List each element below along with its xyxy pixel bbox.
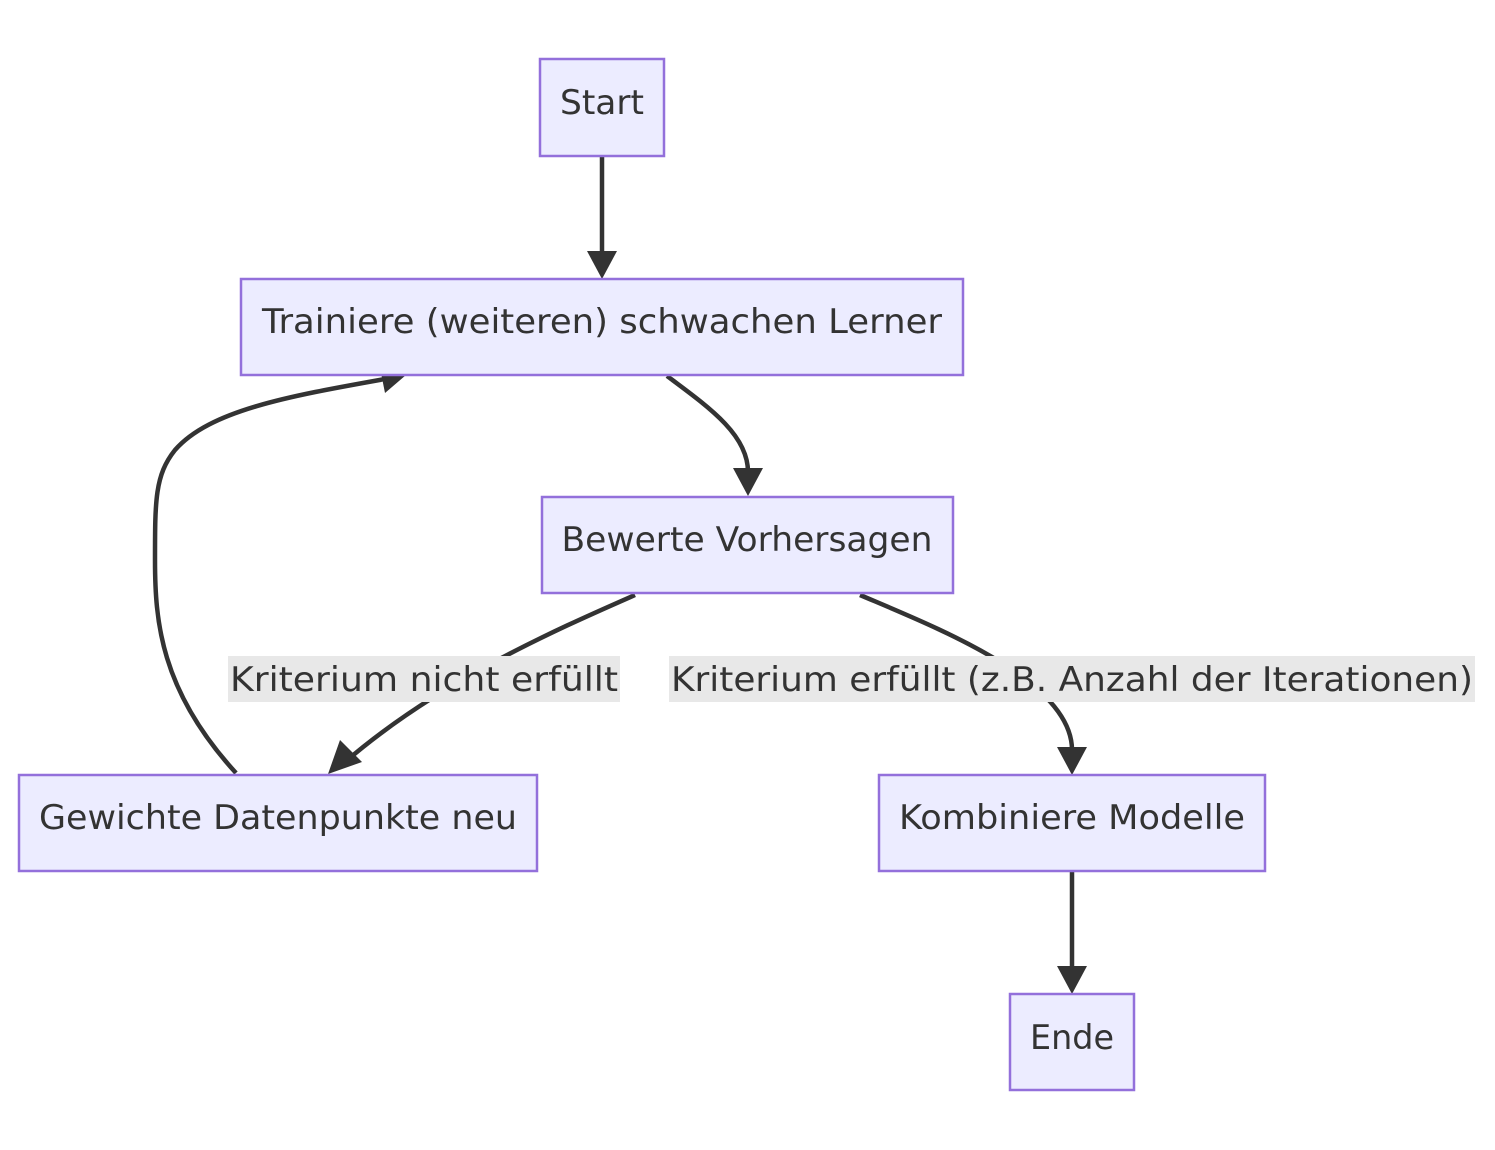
edge-label-not-met-text: Kriterium nicht erfüllt <box>230 660 618 700</box>
node-start-label: Start <box>560 83 644 123</box>
node-combine: Kombiniere Modelle <box>877 773 1267 873</box>
edge-label-met-text: Kriterium erfüllt (z.B. Anzahl der Itera… <box>671 660 1473 700</box>
node-evaluate: Bewerte Vorhersagen <box>540 495 955 595</box>
node-end: Ende <box>1008 992 1136 1092</box>
edge-train-to-evaluate <box>665 374 751 473</box>
node-start: Start <box>538 57 666 158</box>
node-reweight-label: Gewichte Datenpunkte neu <box>39 798 517 838</box>
arrowhead-evaluate-to-combine <box>1057 747 1087 775</box>
node-train: Trainiere (weiteren) schwachen Lerner <box>239 277 965 377</box>
node-combine-label: Kombiniere Modelle <box>899 798 1245 838</box>
edge-label-not-met: Kriterium nicht erfüllt <box>228 656 620 702</box>
arrowhead-start-to-train <box>587 251 617 279</box>
arrowhead-evaluate-to-reweight <box>328 740 362 774</box>
edge-label-met: Kriterium erfüllt (z.B. Anzahl der Itera… <box>669 656 1475 702</box>
edge-reweight-to-train <box>152 376 386 775</box>
node-evaluate-label: Bewerte Vorhersagen <box>562 520 933 560</box>
node-reweight: Gewichte Datenpunkte neu <box>17 773 539 873</box>
node-train-label: Trainiere (weiteren) schwachen Lerner <box>261 302 942 342</box>
arrowhead-train-to-evaluate <box>733 468 763 496</box>
node-end-label: Ende <box>1030 1018 1114 1058</box>
arrowhead-combine-to-end <box>1057 966 1087 994</box>
